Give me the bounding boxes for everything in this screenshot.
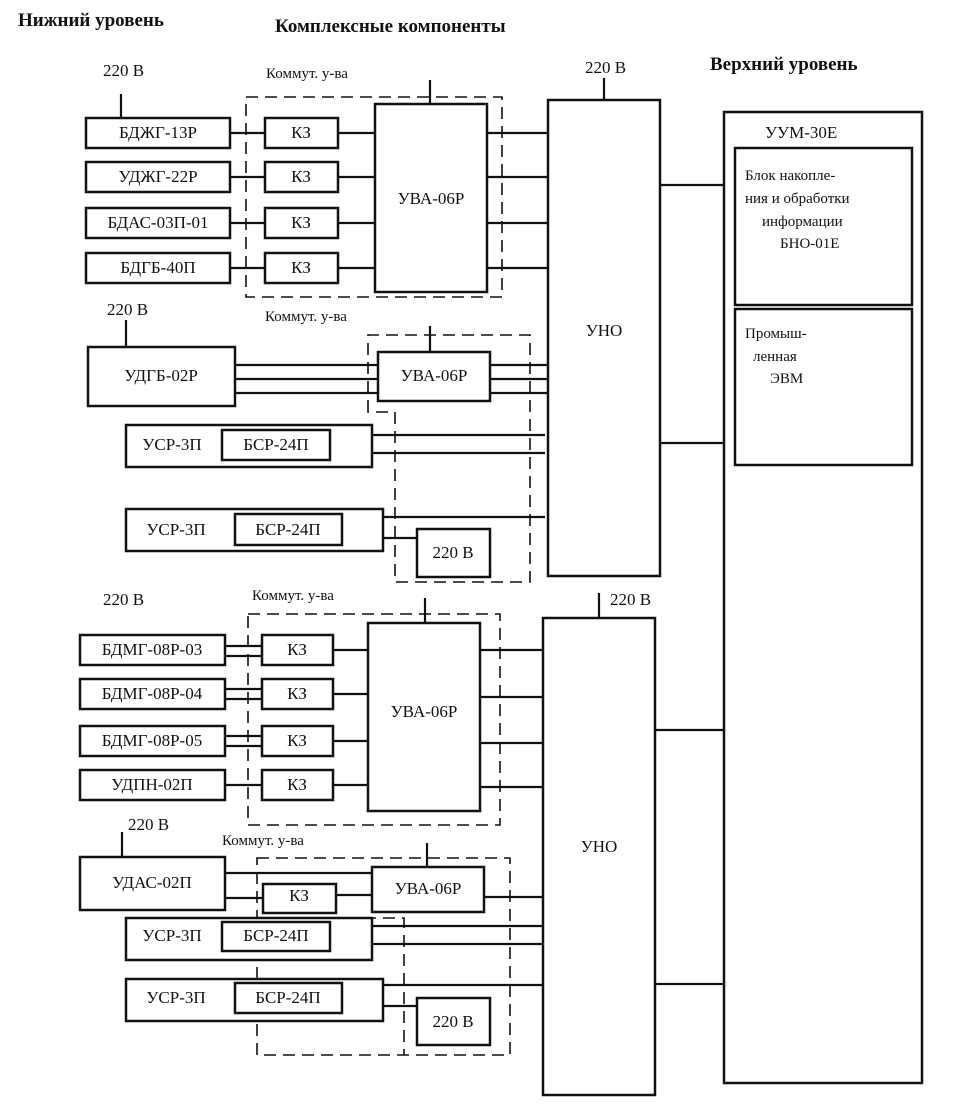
power-supply-block <box>415 527 492 579</box>
power-supply-label: 220 В <box>432 543 473 562</box>
switch-group-boundary <box>367 334 531 583</box>
sensor-block <box>78 633 227 667</box>
uva-block <box>370 865 486 914</box>
usr-label: УСР-3П <box>146 988 205 1007</box>
uva-label: УВА-06Р <box>391 702 458 721</box>
sensor-label: БДМГ-08Р-05 <box>102 731 202 750</box>
uno-block-1 <box>546 98 662 578</box>
power-label: 220 В <box>610 590 651 609</box>
uva-label: УВА-06Р <box>395 879 462 898</box>
uno-label: УНО <box>586 321 623 340</box>
sensor-block <box>84 160 232 194</box>
pc-label-line: ЭВМ <box>770 371 803 387</box>
bsr-block <box>233 512 344 547</box>
sensor-block <box>78 768 227 802</box>
power-label: 220 В <box>103 590 144 609</box>
kz-block <box>260 724 335 758</box>
sensor-block <box>84 116 232 150</box>
uva-block <box>366 621 482 813</box>
bno-label-line: БНО-01Е <box>780 236 839 252</box>
kz-block <box>260 677 335 711</box>
kz-block <box>263 116 340 150</box>
kz-label: КЗ <box>287 684 307 703</box>
kz-block <box>260 633 335 667</box>
switch-label: Коммут. у-ва <box>266 66 348 82</box>
sensor-label: УДАС-02П <box>112 873 192 892</box>
sensor-label: УДПН-02П <box>111 775 192 794</box>
uva-label: УВА-06Р <box>398 189 465 208</box>
bsr-label: БСР-24П <box>255 988 320 1007</box>
power-label: 220 В <box>585 58 626 77</box>
switch-group-boundary <box>247 613 501 826</box>
usr-label: УСР-3П <box>142 435 201 454</box>
bsr-label: БСР-24П <box>255 520 320 539</box>
pc-label-line: ленная <box>753 349 797 365</box>
power-supply-label: 220 В <box>432 1012 473 1031</box>
kz-label: КЗ <box>291 167 311 186</box>
power-supply-block <box>415 996 492 1047</box>
sensor-block <box>78 724 227 758</box>
group-4: 220 В Коммут. у-ва УДАС-02П КЗ УВА-06Р У… <box>78 815 543 1056</box>
heading-complex-components: Комплексные компоненты <box>275 16 506 37</box>
sensor-label: УДГБ-02Р <box>124 366 198 385</box>
kz-label: КЗ <box>287 731 307 750</box>
uno-label: УНО <box>581 837 618 856</box>
bno-label-line: информации <box>762 214 843 230</box>
bsr-block <box>233 981 344 1015</box>
bno-label-line: Блок накопле- <box>745 168 835 184</box>
sensor-label: УДЖГ-22Р <box>118 167 197 186</box>
switch-label: Коммут. у-ва <box>265 309 347 325</box>
power-label: 220 В <box>107 300 148 319</box>
sensor-label: БДГБ-40П <box>120 258 195 277</box>
kz-block <box>263 160 340 194</box>
sensor-block <box>78 855 227 912</box>
sensor-block <box>78 677 227 711</box>
kz-label: КЗ <box>291 258 311 277</box>
switch-label: Коммут. у-ва <box>222 833 304 849</box>
pc-label-line: Промыш- <box>745 326 807 342</box>
bsr-label: БСР-24П <box>243 926 308 945</box>
upper-level: УУМ-30Е Блок накопле- ния и обработки ин… <box>722 110 924 1085</box>
kz-block <box>263 251 340 285</box>
bno-block <box>733 146 914 307</box>
bsr-block <box>220 920 332 953</box>
kz-block <box>261 882 338 915</box>
uum-label: УУМ-30Е <box>765 123 837 142</box>
kz-label: КЗ <box>289 886 309 905</box>
heading-lower-level: Нижний уровень <box>18 10 164 31</box>
group-2: 220 В Коммут. у-ва УДГБ-02Р УВА-06Р УСР-… <box>86 300 548 583</box>
bsr-block <box>220 428 332 462</box>
kz-block <box>263 206 340 240</box>
heading-upper-level: Верхний уровень <box>710 54 858 75</box>
kz-label: КЗ <box>287 640 307 659</box>
uva-label: УВА-06Р <box>401 366 468 385</box>
kz-block <box>260 768 335 802</box>
uva-block <box>373 102 489 294</box>
group-1: 220 В Коммут. у-ва БДЖГ-13Р УДЖГ-22Р БДА… <box>84 61 548 298</box>
sensor-label: БДАС-03П-01 <box>107 213 208 232</box>
switch-label: Коммут. у-ва <box>252 588 334 604</box>
usr-label: УСР-3П <box>146 520 205 539</box>
sensor-label: БДМГ-08Р-03 <box>102 640 202 659</box>
kz-label: КЗ <box>287 775 307 794</box>
sensor-block <box>84 251 232 285</box>
usr-label: УСР-3П <box>142 926 201 945</box>
uva-block <box>376 350 492 403</box>
sensor-label: БДМГ-08Р-04 <box>102 684 203 703</box>
bsr-label: БСР-24П <box>243 435 308 454</box>
sensor-block <box>86 345 237 408</box>
industrial-pc-block <box>733 307 914 467</box>
group-3: 220 В Коммут. у-ва БДМГ-08Р-03 БДМГ-08Р-… <box>78 588 543 826</box>
kz-label: КЗ <box>291 213 311 232</box>
power-label: 220 В <box>103 61 144 80</box>
power-label: 220 В <box>128 815 169 834</box>
bno-label-line: ния и обработки <box>745 191 850 207</box>
sensor-label: БДЖГ-13Р <box>119 123 197 142</box>
uno-block-2 <box>541 616 657 1097</box>
sensor-block <box>84 206 232 240</box>
kz-label: КЗ <box>291 123 311 142</box>
